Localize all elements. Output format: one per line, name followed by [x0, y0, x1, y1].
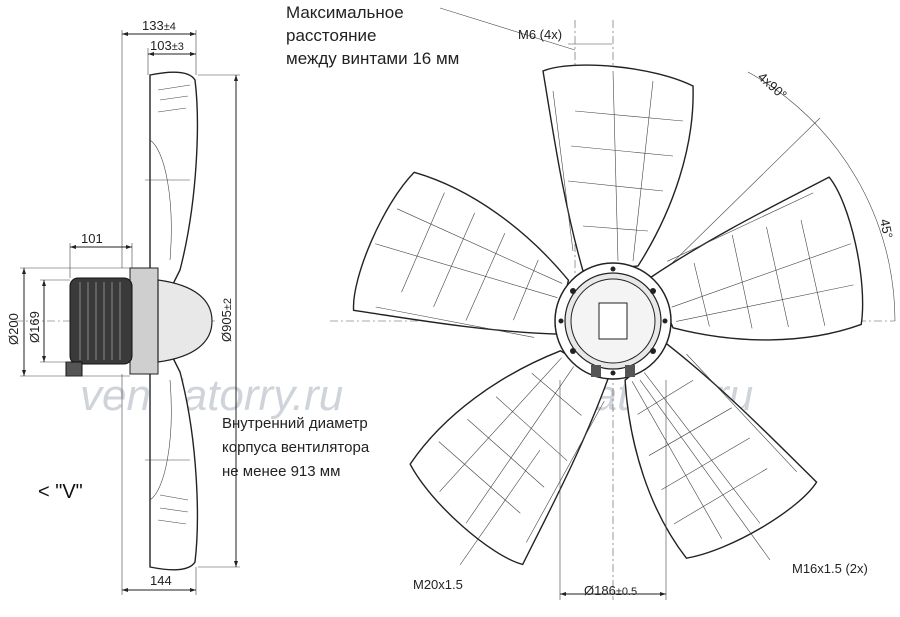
fan-blade-3	[624, 342, 818, 559]
front-view: M6 (4x) 4x90° 45° M16x1.5 (2x) M20x1.5 Ø…	[330, 7, 896, 600]
fan-blade-4	[409, 350, 609, 566]
dim-144: 144	[150, 573, 172, 588]
label-m16: M16x1.5 (2x)	[792, 561, 868, 576]
label-m6: M6 (4x)	[518, 27, 562, 42]
fan-blade-5	[352, 171, 570, 338]
dim-d200: Ø200	[6, 313, 21, 345]
dim-133: 133±4	[142, 18, 176, 33]
view-v-label: < "V"	[38, 481, 83, 503]
label-4x90: 4x90°	[755, 69, 790, 102]
svg-text:Внутренний диаметр: Внутренний диаметр	[222, 415, 368, 432]
fan-blade-2	[650, 176, 864, 341]
watermark-left: ventilatorry.ru	[80, 371, 343, 420]
dim-103: 103±3	[150, 38, 184, 53]
dim-d905: Ø905±2	[219, 298, 234, 342]
fan-blade-1	[542, 64, 694, 272]
svg-text:не менее 913 мм: не менее 913 мм	[222, 463, 340, 480]
label-45deg: 45°	[877, 218, 896, 240]
label-m20: M20x1.5	[413, 577, 463, 592]
dim-d169: Ø169	[27, 311, 42, 343]
note-screw-distance: Максимальное расстояние между винтами 16…	[286, 3, 459, 68]
dim-101: 101	[81, 231, 103, 246]
svg-text:Максимальное: Максимальное	[286, 3, 404, 22]
svg-text:корпуса вентилятора: корпуса вентилятора	[222, 439, 370, 456]
note-housing-diameter: Внутренний диаметр корпуса вентилятора н…	[222, 415, 370, 480]
svg-text:расстояние: расстояние	[286, 26, 377, 45]
svg-text:между винтами 16 мм: между винтами 16 мм	[286, 49, 459, 68]
side-view: 133±4 103±3 101 144 Ø200 Ø169 Ø905±2 < "…	[6, 18, 240, 595]
dim-d186: Ø186±0.5	[584, 583, 637, 598]
